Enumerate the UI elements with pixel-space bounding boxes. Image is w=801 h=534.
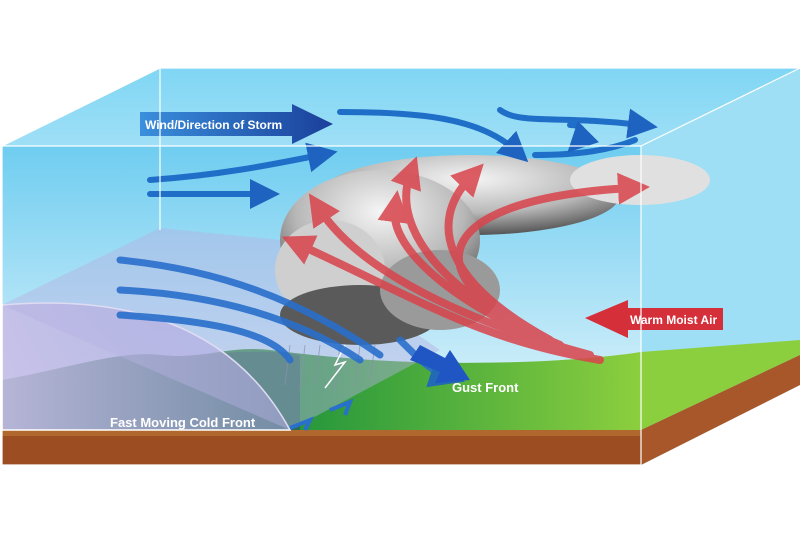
gust-front-arrow [410, 345, 470, 383]
lightning-icon [324, 344, 348, 389]
cold-front-barbs [289, 398, 354, 431]
cold-front-label: Fast Moving Cold Front [110, 415, 256, 430]
box-edges [1, 67, 801, 466]
wind-direction-label: Wind/Direction of Storm [145, 118, 282, 132]
warm-moist-air-arrow [585, 300, 723, 338]
warm-moist-air-label: Warm Moist Air [630, 313, 717, 327]
upper-wind-arrows [147, 107, 658, 209]
warm-air-updraft-arrows [281, 156, 650, 364]
rain [284, 344, 376, 391]
wind-direction-arrow [140, 104, 333, 144]
cold-front-wedge [1, 302, 292, 431]
soil [2, 432, 641, 465]
soil-top [2, 430, 641, 436]
gust-front-label: Gust Front [452, 380, 519, 395]
right-soil [641, 355, 800, 465]
right-ground [641, 340, 800, 430]
